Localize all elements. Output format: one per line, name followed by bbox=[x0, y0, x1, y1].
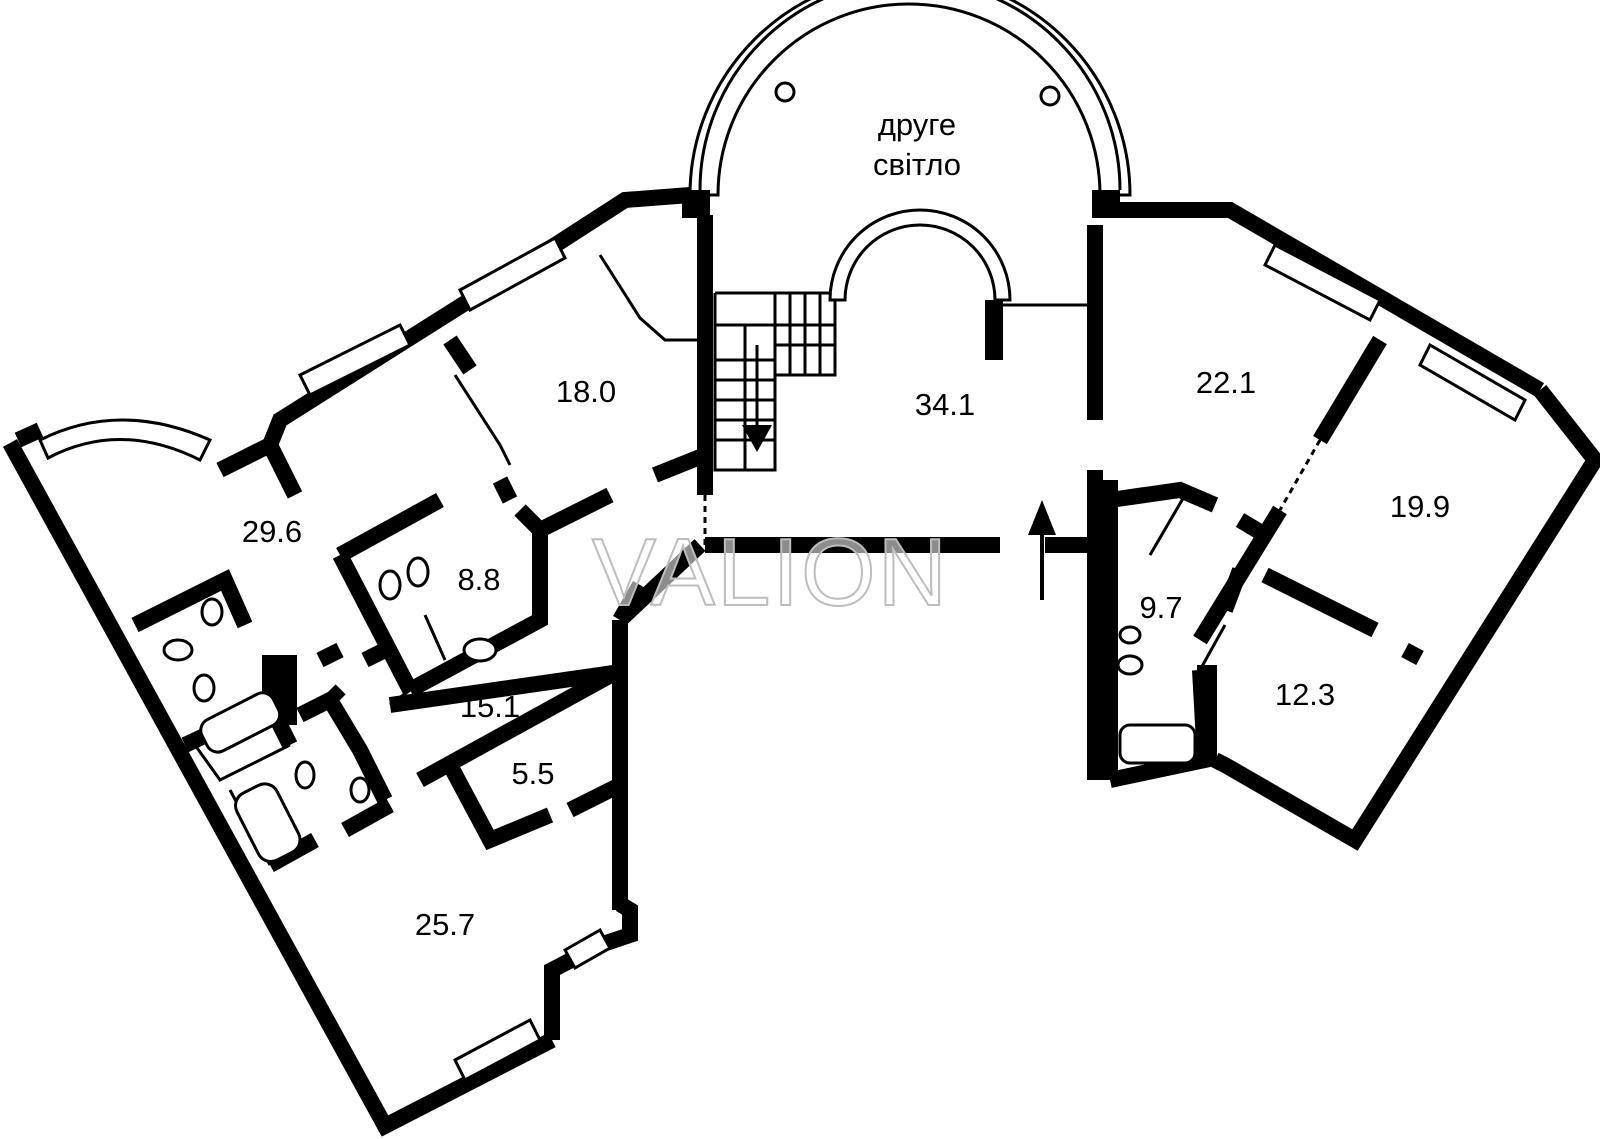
stair-down-arrow-icon bbox=[742, 425, 772, 452]
room-area-label: 12.3 bbox=[1275, 677, 1335, 712]
toilet-icon bbox=[294, 760, 316, 790]
room-area-label: 34.1 bbox=[915, 387, 975, 422]
room-area-label: 18.0 bbox=[556, 374, 616, 409]
room-area-label: 8.8 bbox=[457, 562, 500, 597]
bathtub-icon bbox=[234, 782, 302, 863]
sink-icon bbox=[349, 776, 371, 804]
bathtub-icon bbox=[1118, 723, 1197, 765]
second-light-line2: світло bbox=[873, 147, 961, 182]
toilet-icon bbox=[1118, 625, 1142, 645]
room-area-label: 29.6 bbox=[242, 514, 302, 549]
left-wing-walls bbox=[2, 187, 708, 1137]
left-windows bbox=[38, 235, 613, 1083]
room-area-label: 19.9 bbox=[1390, 489, 1450, 524]
toilet-icon bbox=[192, 673, 216, 703]
second-light-line1: друге bbox=[878, 107, 956, 142]
entrance-arrow-icon bbox=[1028, 500, 1056, 600]
toilet-icon bbox=[406, 556, 430, 588]
room-area-label: 15.1 bbox=[460, 689, 520, 724]
room-area-label: 5.5 bbox=[511, 756, 554, 791]
second-light-bay bbox=[682, 0, 1132, 302]
toilet-icon bbox=[200, 597, 224, 627]
room-area-label: 22.1 bbox=[1196, 365, 1256, 400]
right-wing-walls bbox=[1102, 202, 1600, 851]
watermark: VALION bbox=[592, 519, 949, 626]
toilet-icon bbox=[378, 569, 402, 601]
bathroom-fixtures bbox=[162, 556, 1197, 863]
sink-icon bbox=[162, 638, 194, 662]
bathtub-icon bbox=[199, 691, 282, 754]
sink-icon bbox=[462, 637, 498, 663]
room-area-label: 25.7 bbox=[415, 907, 475, 942]
central-hall-walls bbox=[598, 215, 1110, 780]
sink-icon bbox=[1116, 654, 1144, 676]
staircase bbox=[713, 291, 837, 472]
right-windows bbox=[1263, 242, 1527, 423]
room-area-label: 9.7 bbox=[1139, 590, 1182, 625]
